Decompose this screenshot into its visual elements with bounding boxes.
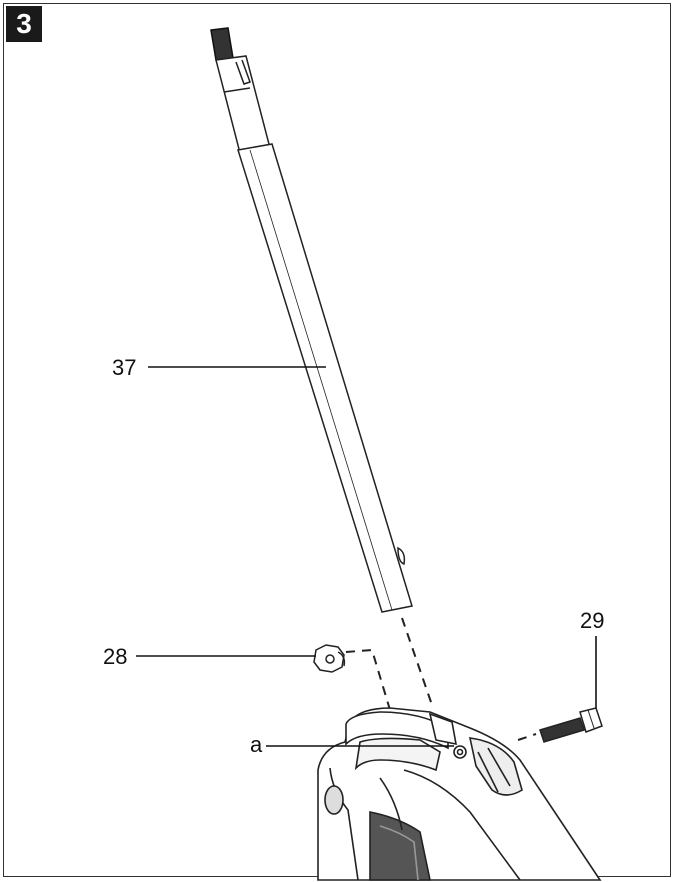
callout-37: 37 xyxy=(112,355,137,380)
housing-inner-line-2 xyxy=(379,777,403,831)
tube-inner-line xyxy=(249,149,393,611)
tube-thread-tip xyxy=(210,27,234,61)
screw-head-line xyxy=(587,709,595,729)
assembly-guides xyxy=(345,617,537,741)
tube-top-slot xyxy=(235,59,251,85)
tube-main-body xyxy=(237,143,413,613)
tube-side-hole xyxy=(397,546,406,565)
callout-a: a xyxy=(250,732,263,757)
housing-side-recess xyxy=(324,785,344,815)
screw-part xyxy=(539,707,603,743)
nut-hole xyxy=(325,654,335,664)
housing-grip-highlight xyxy=(379,825,419,881)
housing-inner-line xyxy=(403,769,521,881)
nut-part xyxy=(313,644,346,673)
screw-thread xyxy=(539,717,585,743)
callout-29: 29 xyxy=(580,608,605,633)
tube-top-section xyxy=(215,55,271,154)
housing-rib-2 xyxy=(487,747,511,787)
housing-grip-panel xyxy=(369,811,431,881)
leader-lines xyxy=(136,366,597,747)
handle-tube xyxy=(210,27,413,613)
housing-right-cavity xyxy=(468,737,523,796)
housing-screw-hole-inner xyxy=(456,748,464,756)
housing-rib-1 xyxy=(477,751,499,793)
screw-guide-line xyxy=(517,733,537,741)
housing-clip xyxy=(428,712,457,746)
step-number-badge: 3 xyxy=(6,6,42,42)
tube-guide-line xyxy=(401,617,433,706)
tube-top-edge xyxy=(223,87,251,93)
nut-flange xyxy=(337,651,346,667)
callout-28: 28 xyxy=(103,644,128,669)
housing-collar xyxy=(345,711,449,750)
nut-guide-line xyxy=(345,648,391,711)
